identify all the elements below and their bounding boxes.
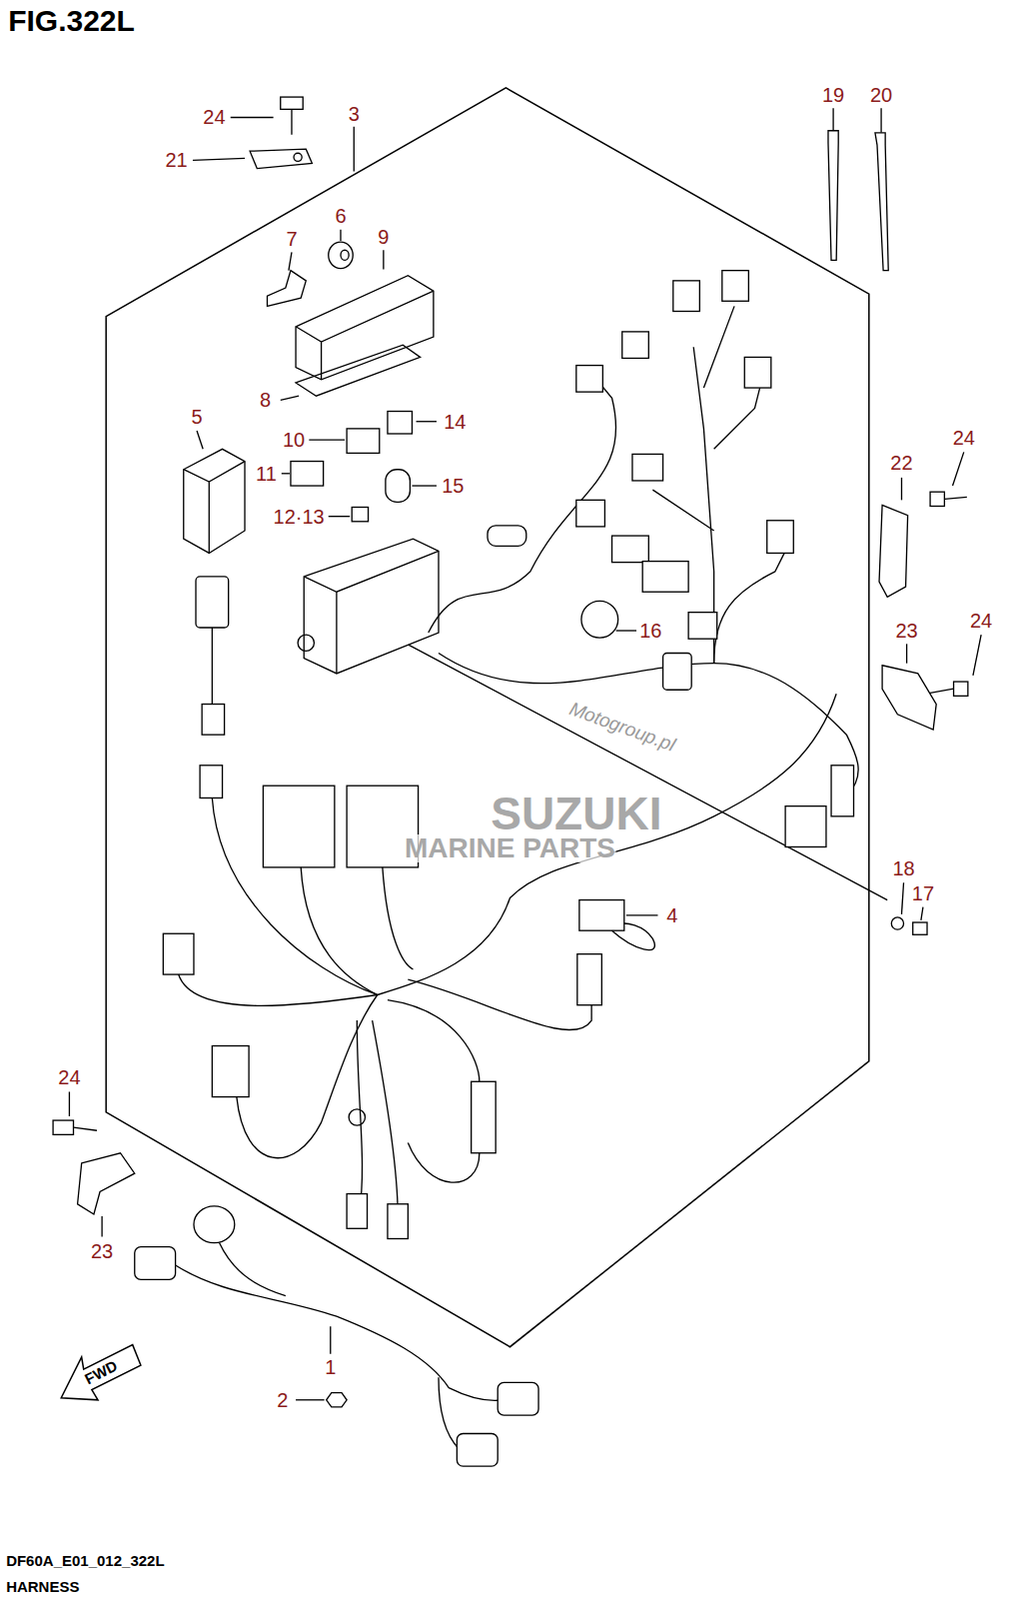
callout-number: 24 [56, 1066, 81, 1087]
callout-number: 23 [894, 620, 919, 641]
callout-number: 7 [284, 228, 298, 249]
callout-number: 11 [254, 463, 278, 484]
callout-number: 24 [952, 427, 977, 448]
callout-number: 14 [442, 411, 467, 432]
figure-caption: HARNESS [5, 1578, 79, 1594]
watermark: MARINE PARTS [404, 834, 616, 863]
figure-title: FIG.322L [7, 5, 135, 36]
watermark: Motogroup.pl [566, 698, 678, 755]
callout-number: 10 [281, 429, 306, 450]
callout-number: 9 [376, 226, 390, 247]
callout-number: 12·13 [272, 506, 326, 527]
callout-number: 23 [89, 1240, 114, 1261]
figure-code: DF60A_E01_012_322L [5, 1552, 164, 1568]
callout-number: 4 [665, 905, 679, 926]
callout-number: 17 [911, 883, 936, 904]
callout-number: 6 [333, 205, 347, 226]
callout-number: 21 [163, 149, 188, 170]
callout-number: 19 [821, 84, 846, 105]
callout-number: 18 [891, 858, 916, 879]
callout-number: 8 [258, 389, 272, 410]
callout-number: 3 [347, 103, 361, 124]
callout-number: 22 [889, 452, 914, 473]
callout-number: 5 [189, 406, 203, 427]
callout-number: 24 [969, 610, 994, 631]
callout-number: 20 [869, 84, 894, 105]
callout-number: 16 [638, 620, 663, 641]
callout-number: 1 [323, 1356, 337, 1377]
callout-number: 2 [275, 1389, 289, 1410]
callout-number: 15 [440, 475, 465, 496]
callout-number: 24 [201, 106, 226, 127]
watermark: SUZUKI [490, 790, 662, 837]
